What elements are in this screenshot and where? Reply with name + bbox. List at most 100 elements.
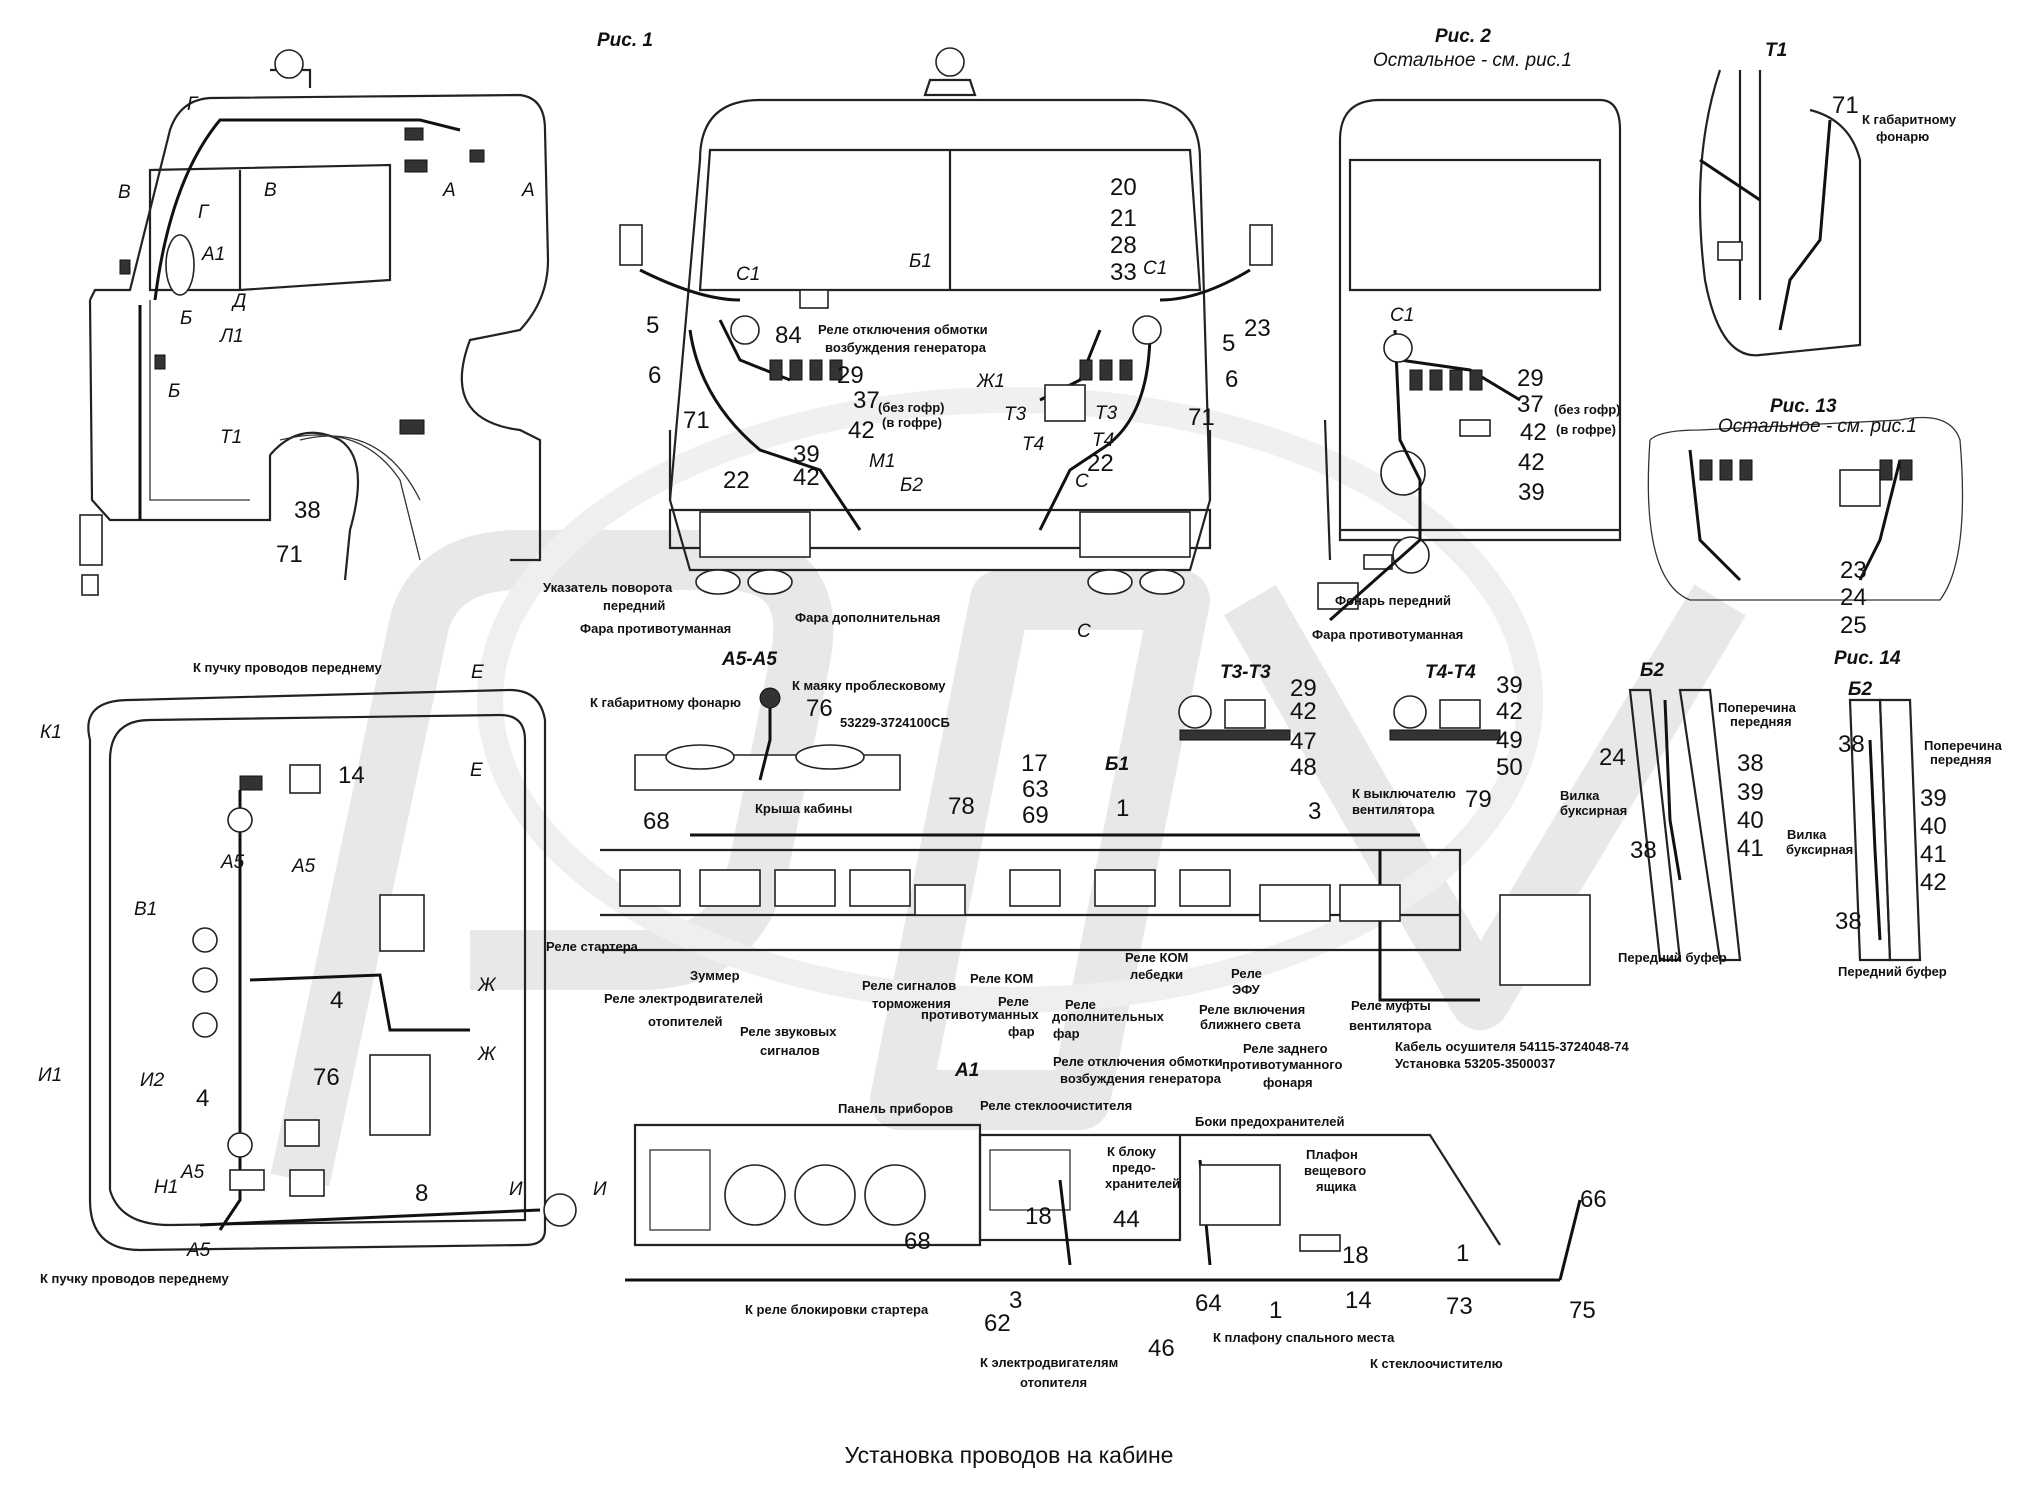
callout: 23: [1244, 315, 1271, 342]
callout: 39: [1496, 672, 1523, 699]
label-r-rearfog: Реле заднего: [1243, 1041, 1328, 1056]
label-r-gen2: возбуждения генератора: [1060, 1071, 1222, 1086]
callout: 6: [648, 362, 661, 389]
label-r-fog: Реле: [998, 994, 1029, 1009]
mark: А5: [180, 1162, 205, 1183]
label-bumper2: Передний буфер: [1838, 964, 1947, 979]
mark: М1: [869, 451, 895, 472]
mark: С: [1077, 621, 1091, 642]
callout: 71: [1188, 404, 1215, 431]
mark: Т1: [220, 427, 242, 448]
label-r-low2: ближнего света: [1200, 1017, 1302, 1032]
label-r-brake: Реле сигналов: [862, 978, 956, 993]
callout: 63: [1022, 776, 1049, 803]
section-marks: Г В В А А Г А1 Д Л1 Б Б Т1 С1 С1 С1 Б1 М…: [38, 94, 1414, 1261]
detail-t3-t4: [1178, 695, 1501, 741]
callout: 41: [1737, 835, 1764, 862]
fig14-title: Рис. 14: [1834, 648, 1901, 669]
label-relay-gen2: возбуждения генератора: [825, 340, 987, 355]
callout: 42: [1920, 869, 1947, 896]
callout: 73: [1446, 1293, 1473, 1320]
callout: 75: [1569, 1297, 1596, 1324]
callout: 79: [1465, 786, 1492, 813]
callout: 20: [1110, 174, 1137, 201]
detail-a5: [634, 687, 901, 791]
callout: 21: [1110, 205, 1137, 232]
mark: С1: [736, 264, 760, 285]
detail-b2-fig14: [1628, 688, 1922, 962]
component-labels: Реле отключения обмотки возбуждения гене…: [40, 112, 2003, 1390]
relay-panel-b1: [600, 833, 1591, 1002]
callout: 22: [723, 467, 750, 494]
callout: 14: [338, 762, 365, 789]
label-turn: Указатель поворота: [543, 580, 673, 595]
fig2-note: Остальное - см. рис.1: [1373, 50, 1572, 71]
mark: А: [442, 180, 456, 201]
callout: 25: [1840, 612, 1867, 639]
callout: 3: [1308, 798, 1321, 825]
callout: 48: [1290, 754, 1317, 781]
label-dryer: Кабель осушителя 54115-3724048-74: [1395, 1039, 1629, 1054]
cab-front-view: [619, 47, 1273, 595]
mark: В: [264, 180, 277, 201]
label-front-bundle-top: К пучку проводов переднему: [193, 660, 383, 675]
mark: А5: [220, 852, 245, 873]
label-r-rearfog3: фонаря: [1263, 1075, 1313, 1090]
label-glove3: ящика: [1316, 1179, 1357, 1194]
callout: 17: [1021, 750, 1048, 777]
callout: 4: [330, 987, 343, 1014]
label-r-wiper: Реле стеклоочистителя: [980, 1098, 1132, 1113]
callout: 6: [1225, 366, 1238, 393]
t1-title: Т1: [1765, 40, 1787, 61]
callout: 46: [1148, 1335, 1175, 1362]
callout: 3: [1009, 1287, 1022, 1314]
callout: 42: [1290, 698, 1317, 725]
fig13-note: Остальное - см. рис.1: [1718, 416, 1917, 437]
label-tow1: Вилка: [1560, 788, 1600, 803]
label-to-fan2: вентилятора: [1352, 802, 1435, 817]
callout: 38: [1838, 731, 1865, 758]
label-r-starter: Реле стартера: [546, 939, 639, 954]
mark: Е: [470, 760, 483, 781]
label-crossbar2b: передняя: [1930, 752, 1992, 767]
callout: 4: [196, 1085, 209, 1112]
label-r-horn: Реле звуковых: [740, 1024, 837, 1039]
a5-title: А5-А5: [721, 649, 777, 670]
label-to-beacon: К маяку проблесковому: [792, 678, 946, 693]
mark: И1: [38, 1065, 62, 1086]
callout: 29: [1290, 675, 1317, 702]
label-front-lamp: Фонарь передний: [1335, 593, 1451, 608]
mark: С1: [1390, 305, 1414, 326]
callout: 40: [1737, 807, 1764, 834]
mark: Т3: [1095, 403, 1118, 424]
label-r-horn2: сигналов: [760, 1043, 820, 1058]
label-part-no: 53229-3724100СБ: [840, 715, 950, 730]
mark: И: [509, 1179, 523, 1200]
mark: Т3: [1004, 404, 1027, 425]
label-r-low: Реле включения: [1199, 1002, 1305, 1017]
mark: Д: [231, 291, 246, 312]
label-r-fog3: фар: [1008, 1024, 1035, 1039]
figure-titles: Рис. 1 Рис. 2 Остальное - см. рис.1 Т1 Р…: [597, 26, 1917, 1081]
label-r-rearfog2: противотуманного: [1222, 1057, 1343, 1072]
callout: 71: [276, 541, 303, 568]
label-tow2: Вилка: [1787, 827, 1827, 842]
callout: 47: [1290, 728, 1317, 755]
label-to-fuse3: хранителей: [1105, 1176, 1180, 1191]
b2b-title: Б2: [1848, 679, 1872, 700]
label-dryer2: Установка 53205-3500037: [1395, 1056, 1555, 1071]
label-to-heater: К электродвигателям: [980, 1355, 1118, 1370]
callout: 24: [1840, 584, 1867, 611]
callout: 23: [1840, 557, 1867, 584]
callout: 14: [1345, 1287, 1372, 1314]
label-r-clutch2: вентилятора: [1349, 1018, 1432, 1033]
label-to-marker: К габаритному: [1862, 112, 1957, 127]
mark: Ж1: [976, 371, 1005, 392]
mark: И2: [140, 1070, 165, 1091]
label-starter-lock: К реле блокировки стартера: [745, 1302, 929, 1317]
callout: 29: [837, 362, 864, 389]
mark: А5: [186, 1240, 211, 1261]
fig2-title: Рис. 2: [1435, 26, 1491, 47]
label-r-pto: Реле КОМ: [970, 971, 1033, 986]
mark: Г: [198, 202, 210, 223]
